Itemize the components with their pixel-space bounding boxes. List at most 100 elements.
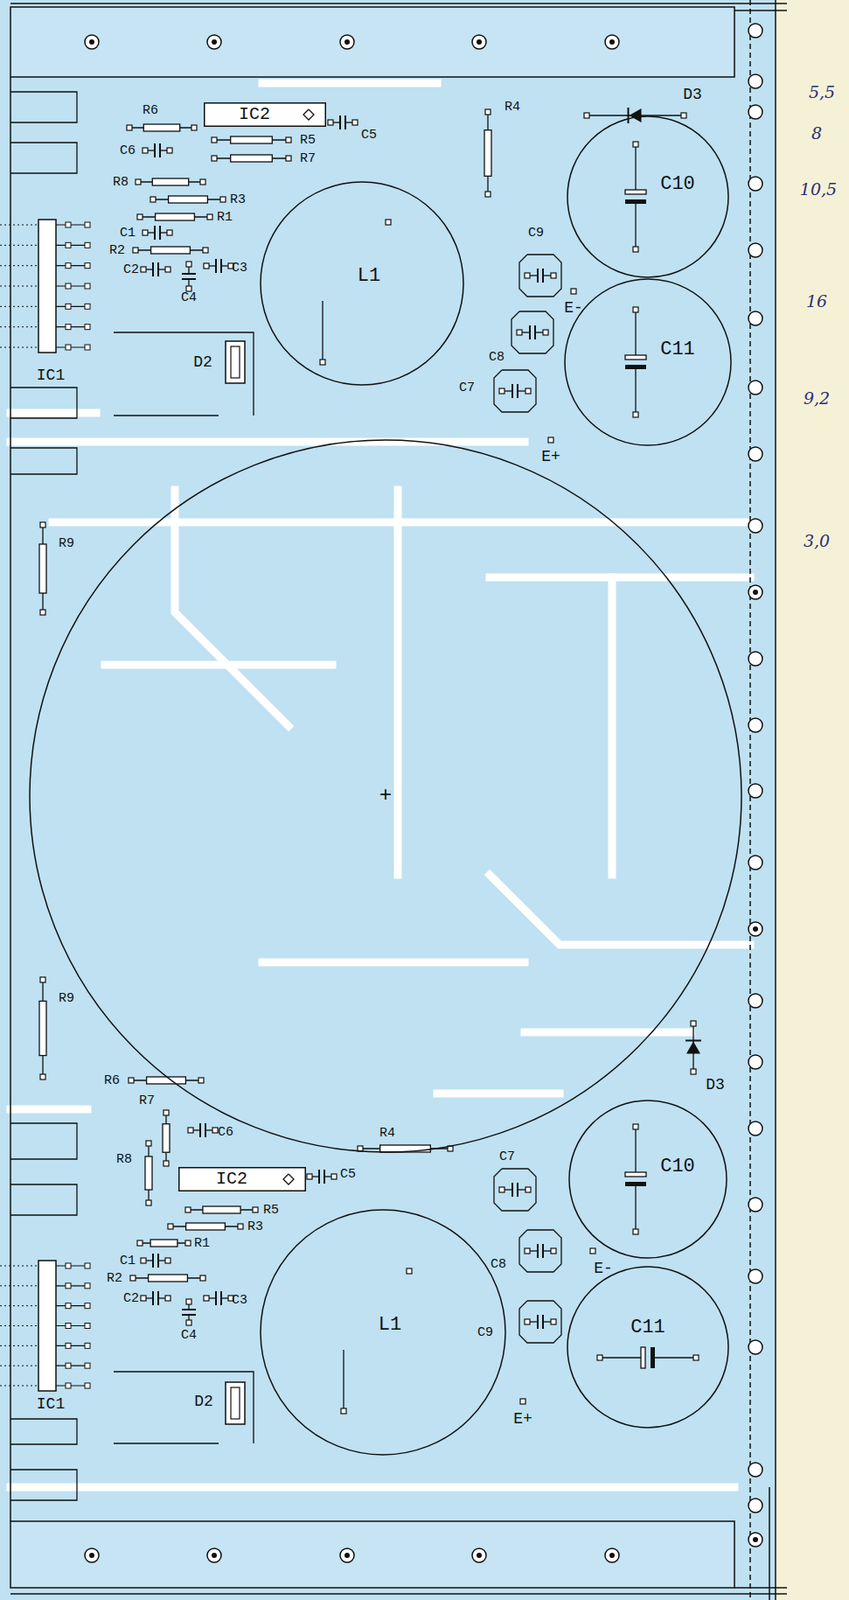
pin-pad <box>65 1282 71 1288</box>
pin-stub <box>0 264 39 266</box>
diode-body <box>225 1381 245 1424</box>
pin-pad <box>65 324 71 330</box>
capacitor-symbol <box>344 115 347 130</box>
part-name: C10 <box>660 1156 696 1177</box>
isolation-trace <box>10 1105 88 1114</box>
part-label: R2 <box>109 243 126 258</box>
part-label: C9 <box>477 1325 494 1339</box>
solder-pad <box>126 125 133 131</box>
capacitor-symbol <box>511 383 514 398</box>
resistor-symbol <box>186 1222 226 1230</box>
handwritten-note: 16 <box>806 292 828 310</box>
capacitor-outline: C11 <box>566 1265 730 1428</box>
part-label: R7 <box>139 1093 155 1107</box>
heatsink-fin <box>10 91 77 123</box>
part-label: R6 <box>142 104 159 118</box>
capacitor-lead <box>634 203 636 250</box>
capacitor-lead <box>654 1356 696 1358</box>
pin-pad <box>65 303 71 309</box>
resistor-symbol <box>230 154 273 162</box>
isolation-trace <box>489 573 751 582</box>
component-outline <box>567 116 729 278</box>
pin-pad <box>84 1382 91 1388</box>
capacitor-symbol <box>542 1314 544 1329</box>
solder-pad <box>690 1068 696 1074</box>
winding-lead <box>342 1349 344 1411</box>
mounting-hole <box>605 34 620 49</box>
part-label: R1 <box>194 1236 210 1250</box>
solder-pad <box>633 1228 639 1234</box>
capacitor-symbol <box>625 354 647 360</box>
mounting-hole-core <box>476 1551 482 1558</box>
pin-pad <box>84 242 91 248</box>
mounting-hole-core <box>344 39 350 45</box>
diode-bar <box>627 107 630 124</box>
resistor-symbol <box>146 1076 187 1084</box>
edge-pad <box>748 1497 763 1512</box>
part-label: R4 <box>504 100 521 114</box>
solder-pad <box>137 1239 143 1246</box>
part-name: L1 <box>357 266 381 286</box>
pin-stub <box>0 1265 39 1267</box>
winding-lead <box>321 300 323 362</box>
pin-stub <box>0 244 39 246</box>
resistor-symbol <box>143 124 180 132</box>
solder-pad <box>142 229 148 236</box>
isolation-trace <box>608 577 617 875</box>
transformer-outline: + <box>28 438 743 1153</box>
mounting-hole <box>472 34 487 49</box>
heatsink-fin <box>10 387 77 418</box>
connector-pin <box>55 244 88 246</box>
capacitor-lead <box>634 1126 636 1172</box>
resistor-symbol <box>202 1205 241 1213</box>
part-label: C3 <box>231 261 248 275</box>
pin-stub <box>0 306 39 307</box>
connector-pin <box>55 1364 88 1366</box>
solder-pad <box>597 1354 603 1360</box>
isolation-trace <box>262 79 438 88</box>
capacitor-outline: C11 <box>563 278 732 446</box>
connector-pin <box>55 1284 88 1286</box>
solder-pad <box>550 272 557 279</box>
connector-pin <box>55 1324 88 1326</box>
mounting-hole-core <box>211 39 217 45</box>
pin-pad <box>84 1322 91 1329</box>
pin-pad <box>65 283 71 289</box>
capacitor-lead <box>634 1185 636 1232</box>
mounting-hole <box>84 34 99 49</box>
diode-body <box>225 340 245 383</box>
capacitor-symbol <box>181 272 196 275</box>
component-outline <box>566 1265 730 1428</box>
solder-pad <box>140 1257 147 1263</box>
pin-pad <box>65 242 71 248</box>
mounting-hole <box>340 1547 355 1562</box>
solder-pad <box>200 179 206 185</box>
edge-pad <box>748 783 763 798</box>
part-label: D2 <box>193 354 213 370</box>
edge-pad <box>748 311 763 326</box>
part-label: C4 <box>180 291 197 305</box>
edge-pad <box>748 1196 763 1211</box>
pin-stub <box>0 224 39 226</box>
silkscreen-line <box>113 1441 219 1443</box>
edge-pad <box>748 1120 763 1135</box>
capacitor-symbol <box>157 1252 160 1267</box>
part-label: C5 <box>361 128 377 142</box>
connector-pin <box>55 346 88 348</box>
handwritten-note: 5,5 <box>808 83 836 101</box>
capacitor-symbol <box>318 1169 321 1184</box>
silkscreen-line <box>113 1370 254 1443</box>
solder-pad <box>590 1247 596 1253</box>
pin1-diamond <box>283 1173 294 1184</box>
pin-pad <box>65 222 71 228</box>
pin-pad <box>65 1382 71 1388</box>
pin-pad <box>84 303 91 309</box>
part-label: R9 <box>58 991 75 1005</box>
solder-pad <box>163 1109 169 1115</box>
capacitor-symbol <box>181 1313 196 1316</box>
ic-outline <box>204 103 327 127</box>
solder-pad <box>202 247 209 253</box>
